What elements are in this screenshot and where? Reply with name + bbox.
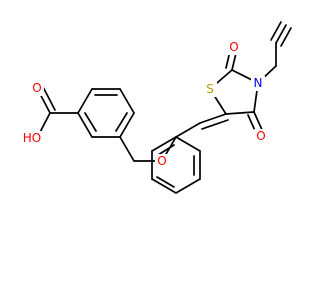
- bond-ring1-4: [119, 112, 135, 138]
- sulfur-label: S: [206, 82, 214, 96]
- sulfur-background: [203, 82, 217, 97]
- bond-ring1-6: [77, 112, 93, 138]
- nitrogen-background: [251, 76, 265, 91]
- bond-alkyne-b: [270, 21, 282, 41]
- bond-ring1-3: [119, 88, 135, 114]
- atom-labels: HO O O S N O O: [22, 40, 268, 169]
- molecule-structure: HO O O S N O O: [22, 21, 292, 194]
- bond-alkyne-a: [275, 24, 287, 44]
- bond-c4-o-a: [253, 111, 264, 133]
- ether-oxygen-atom: O: [155, 154, 169, 169]
- hydroxyl-label: HO: [23, 131, 41, 145]
- c4-carbonyl-oxygen-atom: O: [254, 129, 268, 144]
- bond-ring2-inner-b: [156, 176, 175, 188]
- bond-ring2-1: [175, 136, 201, 152]
- bond-ring1-inner-b: [115, 112, 128, 132]
- sulfur-atom: S: [203, 82, 217, 97]
- bond-c4-c5: [225, 111, 255, 115]
- bond-ring1-1: [77, 88, 93, 114]
- bond-lines: [36, 21, 292, 194]
- bond-ring1-inner-c: [84, 112, 97, 132]
- c4-carbonyl-oxygen-label: O: [256, 129, 265, 143]
- hydroxyl-atom: HO: [22, 131, 48, 146]
- nitrogen-atom: N: [251, 76, 265, 91]
- hydroxyl-background: [22, 131, 48, 146]
- bond-alkyne-c: [280, 27, 292, 47]
- bond-ring2-4: [151, 178, 177, 194]
- ether-oxygen-background: [155, 154, 169, 169]
- acid-carbonyl-oxygen-label: O: [32, 81, 41, 95]
- c2-carbonyl-oxygen-label: O: [229, 40, 238, 54]
- ether-oxygen-label: O: [157, 154, 166, 168]
- bond-ring2-inner-c: [157, 144, 175, 156]
- bond-ring2-6: [151, 136, 177, 152]
- bond-ring-to-vinyl: [175, 122, 201, 138]
- bond-ring-to-ch2: [119, 136, 135, 162]
- c4-oxygen-background: [254, 129, 268, 144]
- c2-oxygen-background: [227, 40, 241, 55]
- bond-c-o-double-b: [41, 84, 56, 111]
- bond-vinyl-double-b: [201, 119, 229, 130]
- bond-ring2-3: [175, 178, 201, 194]
- bond-vinyl-double-a: [199, 113, 227, 124]
- acid-carbonyl-oxygen-atom: O: [31, 81, 44, 96]
- nitrogen-label: N: [254, 76, 263, 90]
- c2-carbonyl-oxygen-atom: O: [227, 40, 241, 55]
- acid-oxygen-background: [31, 81, 44, 96]
